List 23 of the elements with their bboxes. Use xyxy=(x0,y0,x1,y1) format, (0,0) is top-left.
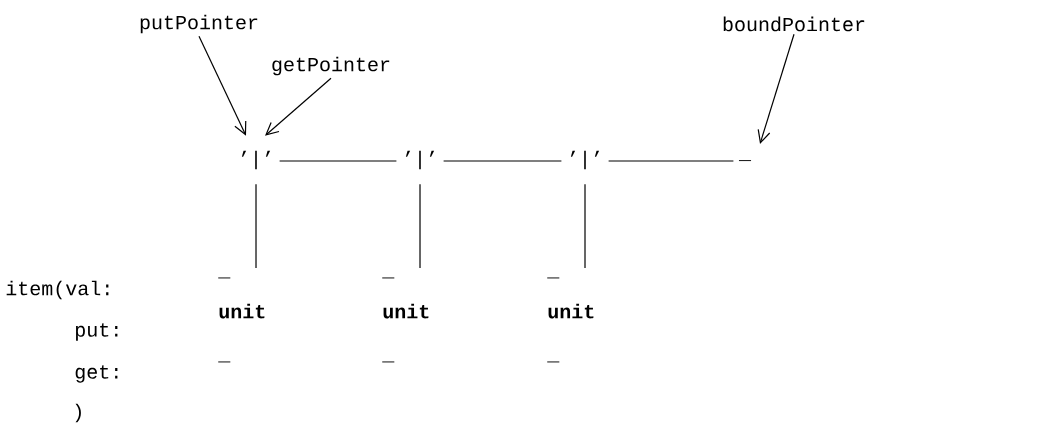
arrow xyxy=(198,35,247,136)
list-cell: ’|’ xyxy=(241,150,271,170)
list-cell: ’|’ xyxy=(570,150,600,170)
connector-line xyxy=(443,160,562,162)
field-label: get: xyxy=(75,365,118,383)
item-fields: _ unit _ xyxy=(547,277,594,363)
pointer-label: putPointer xyxy=(140,14,258,34)
connector-line xyxy=(608,160,734,162)
connector-line xyxy=(279,160,397,162)
item-fields: _ unit _ xyxy=(218,277,265,363)
list-end: _ xyxy=(738,160,752,162)
item-fields: _ unit _ xyxy=(382,277,429,363)
field-label: item(val: xyxy=(6,280,109,300)
arrow xyxy=(265,77,332,136)
field-label: put: xyxy=(76,323,118,341)
connector-line xyxy=(419,183,421,269)
connector-line xyxy=(584,183,586,269)
arrow xyxy=(757,33,795,144)
connector-line xyxy=(255,183,257,269)
list-cell: ’|’ xyxy=(405,150,435,170)
field-label: ) xyxy=(75,403,81,423)
pointer-label: getPointer xyxy=(272,56,390,76)
pointer-label: boundPointer xyxy=(723,16,865,32)
